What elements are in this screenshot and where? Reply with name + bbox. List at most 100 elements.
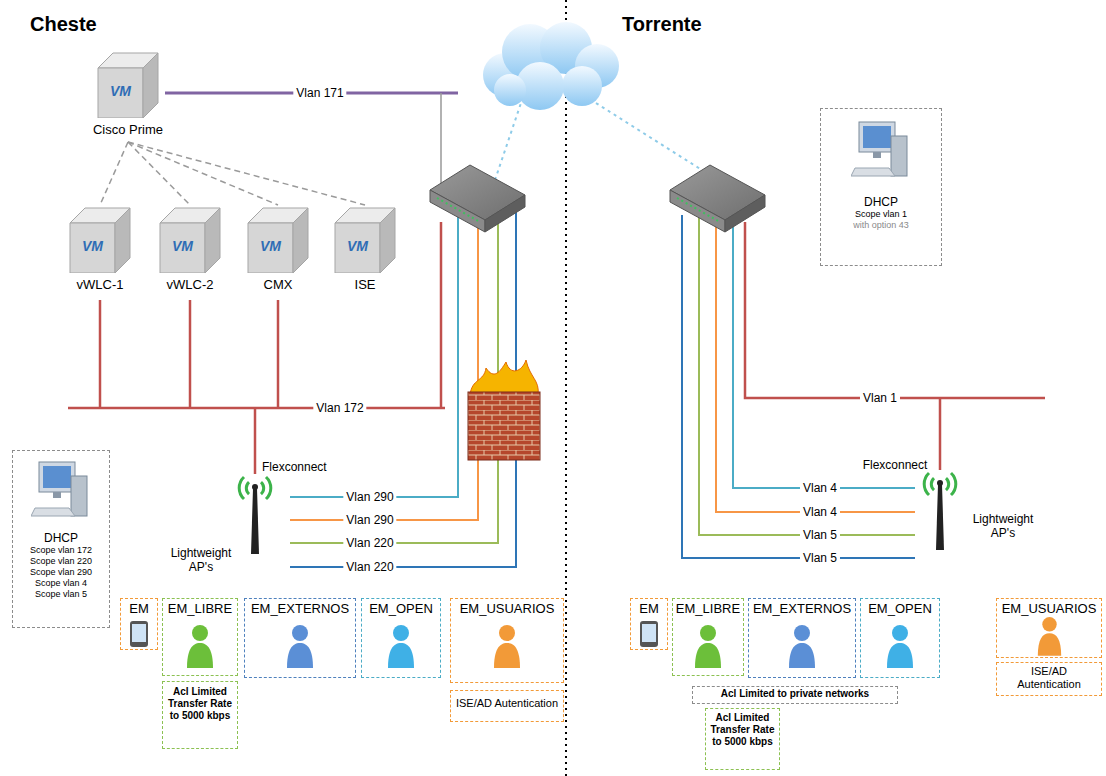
node-label: EM	[129, 601, 149, 617]
node-label: EM_OPEN	[868, 601, 932, 617]
vm-server: VMISE	[320, 205, 410, 297]
vlan-lines	[682, 215, 915, 558]
dashed-group-box: EM_EXTERNOS	[748, 598, 856, 678]
vm-cube-face	[380, 208, 395, 273]
vlan-label: Vlan 4	[800, 481, 840, 495]
vlan-lines	[290, 215, 498, 543]
management-link	[128, 142, 365, 205]
cloud	[483, 22, 619, 110]
server-name: Cisco Prime	[63, 122, 193, 138]
node-label: EM_USUARIOS	[1002, 601, 1097, 617]
vlan-172-line	[68, 407, 445, 410]
management-link	[100, 142, 128, 205]
dashed-group-box: ISE/AD Autentication	[450, 690, 564, 722]
node-label: Scope vlan 290	[30, 567, 92, 578]
user-icon	[789, 625, 815, 668]
device-label: Lightweight AP's	[168, 546, 234, 575]
node-label: Acl Limited Transfer Rate to 5000 kbps	[709, 712, 776, 748]
vm-badge: VM	[335, 238, 380, 255]
switch	[725, 195, 765, 232]
vlan-label: Vlan 290	[343, 490, 396, 504]
firewall	[468, 392, 540, 460]
dashed-group-box: EM_USUARIOS	[996, 598, 1102, 658]
vlan-lines	[733, 215, 915, 488]
vm-badge: VM	[98, 83, 143, 100]
vm-cube-face	[335, 223, 380, 273]
phone-icon	[640, 621, 658, 647]
vm-server: VMvWLC-1	[55, 205, 145, 297]
user-icon	[187, 625, 213, 668]
node-label: DHCP	[44, 531, 78, 545]
node-label: EM_EXTERNOS	[251, 601, 349, 617]
vm-server: VMCisco Prime	[83, 50, 173, 142]
vlan-172-line	[99, 300, 102, 408]
vm-cube-face	[115, 208, 130, 273]
access-point	[924, 473, 956, 550]
node-label: ISE/AD Autentication	[1000, 665, 1098, 691]
switch	[437, 198, 480, 222]
site-divider	[565, 0, 567, 776]
node-label: Scope vlan 172	[30, 545, 92, 556]
node-label: ISE/AD Autentication	[456, 697, 558, 710]
vlan-label: Vlan 5	[800, 551, 840, 565]
firewall	[470, 360, 538, 395]
vm-cube-face	[248, 223, 293, 273]
vlan-lines	[699, 215, 915, 535]
vlan-172-line	[254, 408, 257, 474]
dashed-group-box: EM_USUARIOS	[450, 598, 564, 683]
dashed-group-box: Acl Limited Transfer Rate to 5000 kbps	[705, 708, 780, 770]
dashed-group-box: Acl Limited Transfer Rate to 5000 kbps	[162, 681, 238, 749]
dashed-group-box: EM_LIBRE	[162, 598, 238, 676]
vlan-172-line	[189, 300, 192, 408]
server-name: CMX	[213, 277, 343, 293]
management-link	[128, 142, 190, 205]
wan-link	[495, 100, 522, 180]
node-label: DHCP	[864, 195, 898, 209]
vlan-label: Vlan 4	[800, 505, 840, 519]
user-icon	[695, 625, 721, 668]
user-icon	[1038, 617, 1061, 656]
node-label: EM	[639, 601, 659, 617]
vm-cube-face	[70, 223, 115, 273]
dashed-group-box: EM_OPEN	[860, 598, 940, 678]
switch	[670, 165, 765, 232]
user-icon	[287, 625, 313, 668]
vm-badge: VM	[160, 238, 205, 255]
site-title: Cheste	[30, 12, 97, 36]
switch	[485, 195, 525, 232]
server-name: ISE	[300, 277, 430, 293]
access-point	[239, 477, 271, 554]
vm-cube-face	[143, 53, 158, 118]
site-title: Torrente	[622, 12, 702, 36]
device-label: Lightweight AP's	[968, 512, 1038, 541]
dashed-group-box: DHCPScope vlan 172Scope vlan 220Scope vl…	[12, 450, 110, 628]
device-label: Flexconnect	[262, 460, 327, 474]
wan-link	[588, 98, 705, 172]
node-label: Scope vlan 1	[855, 209, 907, 220]
vm-badge: VM	[70, 238, 115, 255]
vlan-label: Vlan 290	[343, 513, 396, 527]
firewall	[468, 360, 540, 460]
vm-server: VMvWLC-2	[145, 205, 235, 297]
server-name: vWLC-1	[35, 277, 165, 293]
user-icon	[887, 625, 913, 668]
node-label: EM_OPEN	[369, 601, 433, 617]
dashed-group-box: EM_LIBRE	[672, 598, 744, 676]
node-label: Scope vlan 5	[35, 589, 87, 600]
node-label: EM_USUARIOS	[460, 601, 555, 617]
vlan-label: Vlan 172	[313, 401, 366, 415]
switch	[670, 190, 725, 232]
user-icon	[388, 625, 414, 668]
dashed-group-box: EM	[120, 598, 158, 650]
dashed-group-box: EM	[630, 598, 668, 650]
wan-link	[495, 98, 705, 180]
node-label: Scope vlan 220	[30, 556, 92, 567]
uplink-line	[440, 93, 442, 195]
node-label: with option 43	[853, 220, 909, 231]
vlan-label: Vlan 171	[293, 86, 346, 100]
node-label: Acl Limited Transfer Rate to 5000 kbps	[166, 686, 234, 722]
dhcp-server-icon	[851, 122, 907, 176]
vm-cube-face	[293, 208, 308, 273]
switch	[430, 190, 485, 232]
